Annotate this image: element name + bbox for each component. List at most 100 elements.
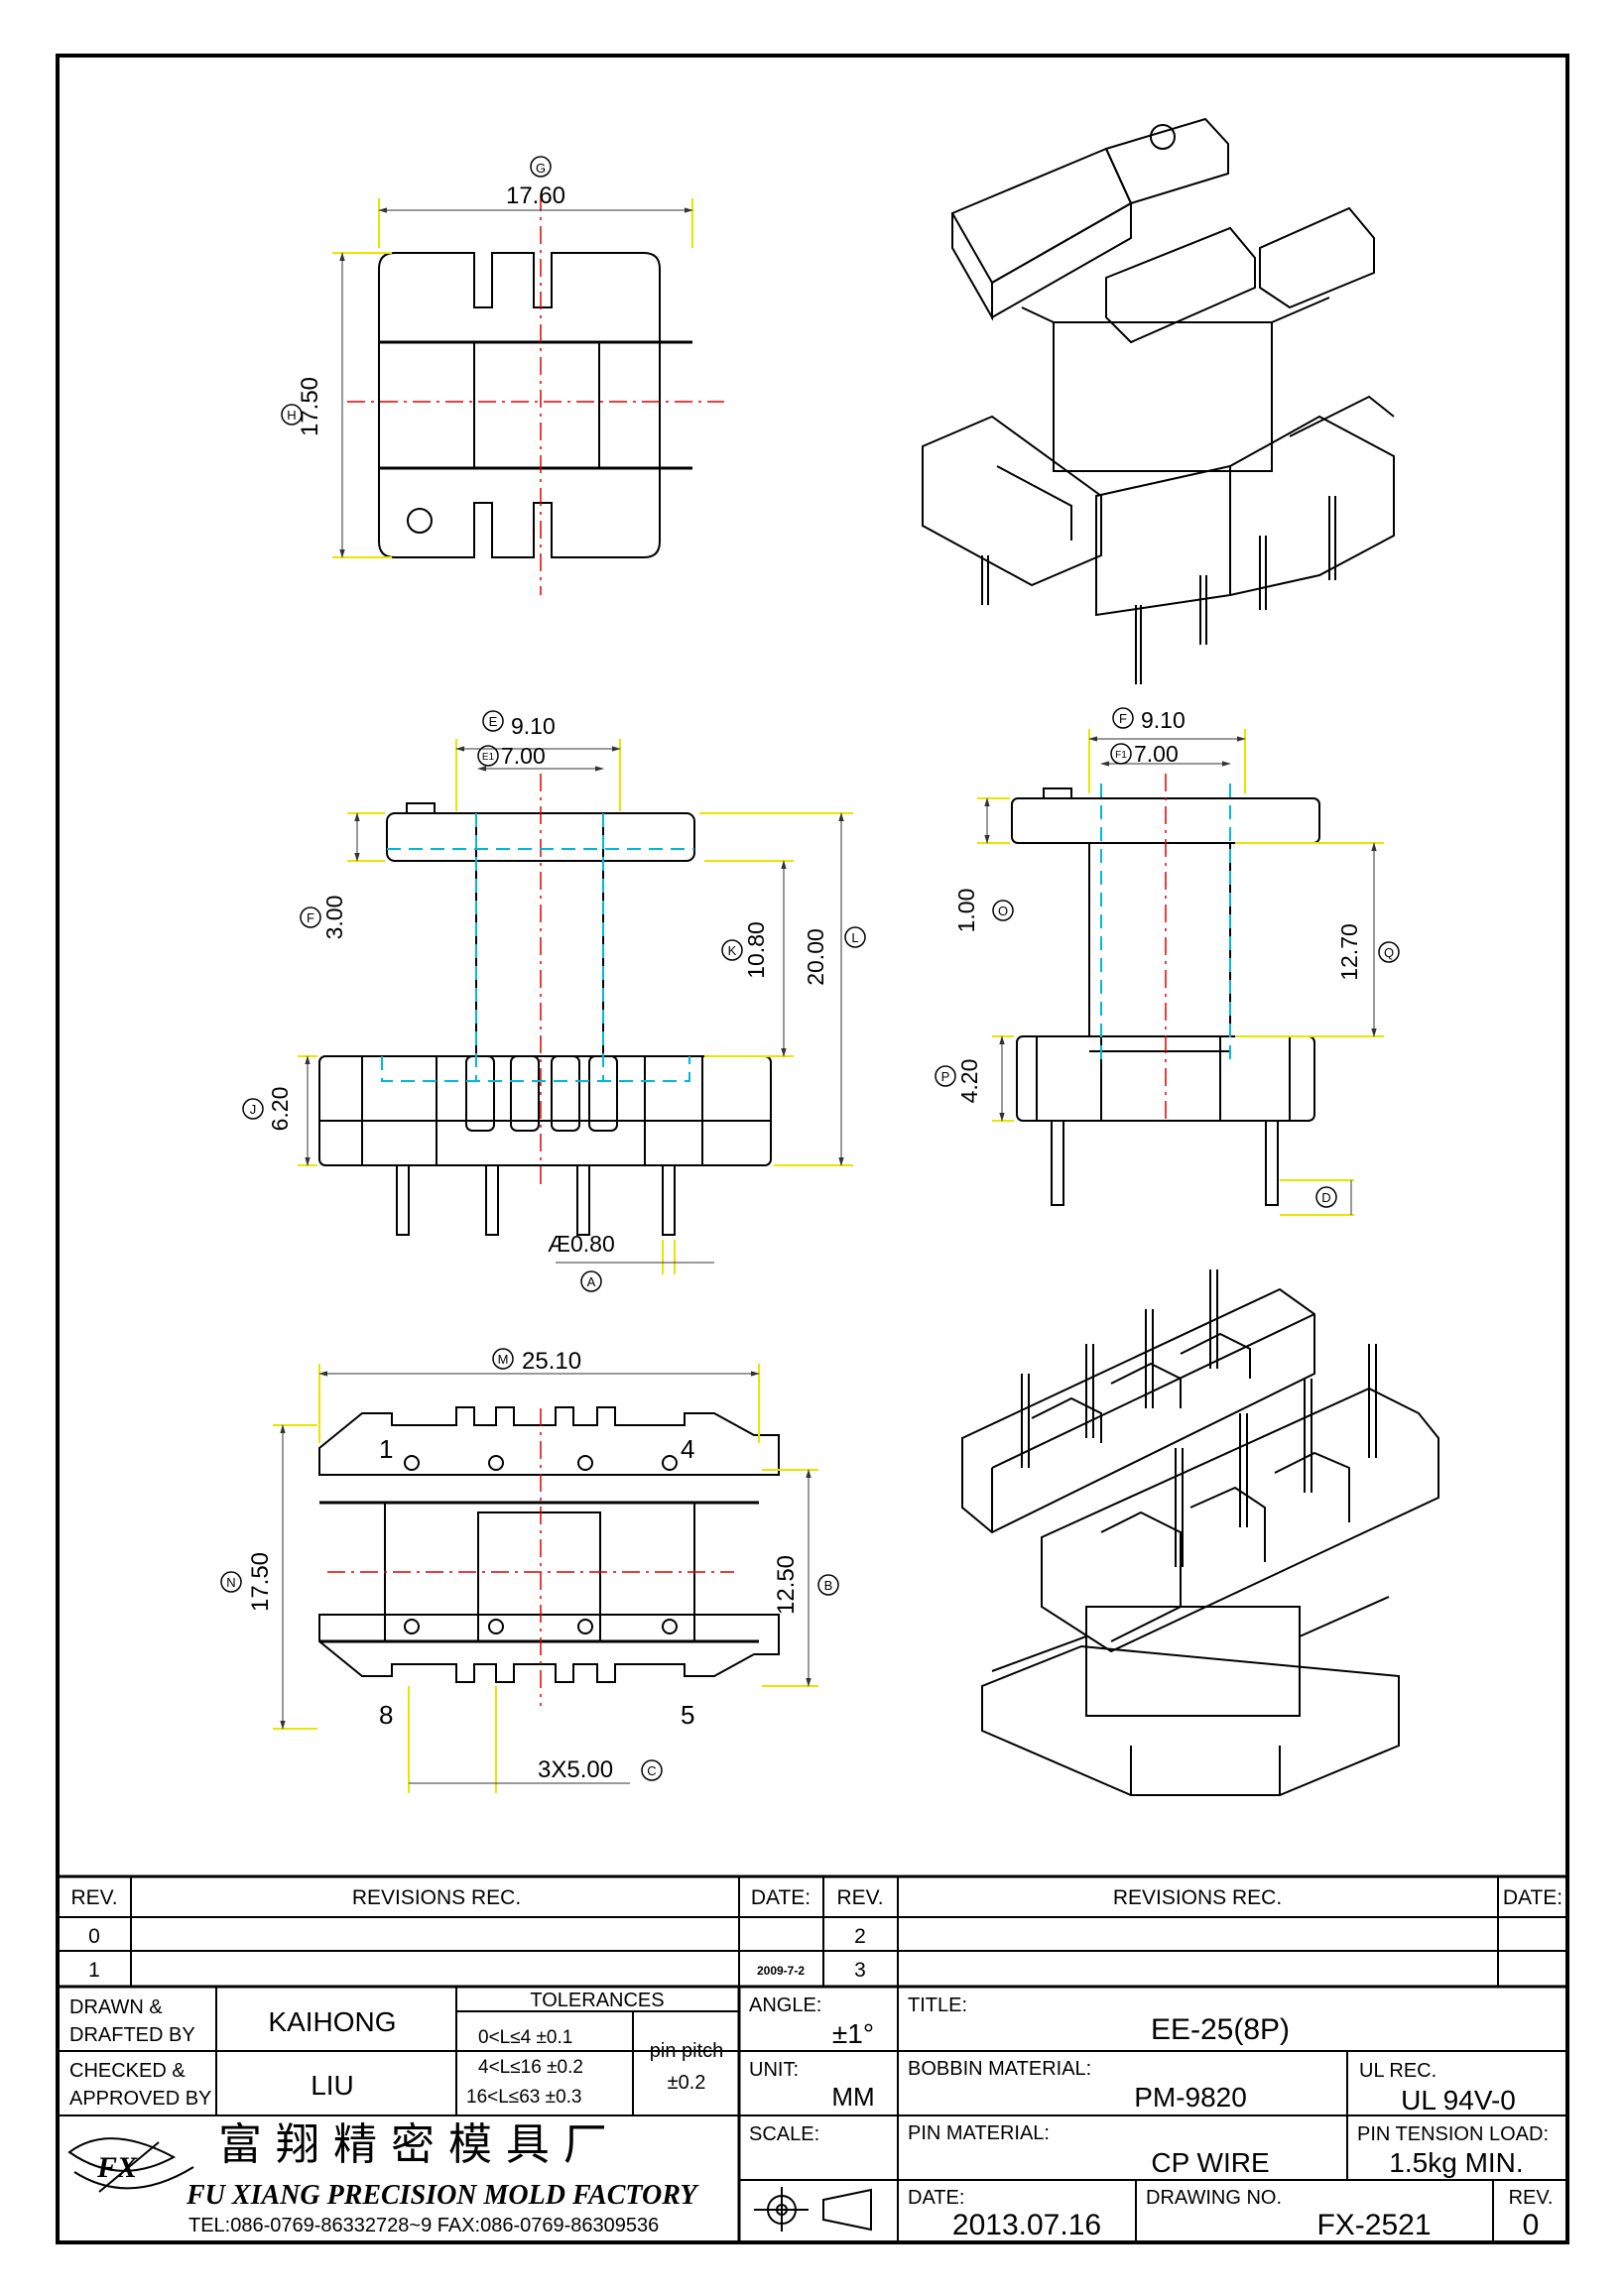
- svg-text:Q: Q: [1384, 945, 1394, 960]
- svg-text:17.60: 17.60: [506, 182, 565, 209]
- dim-f-front: F 3.00: [300, 896, 347, 939]
- svg-text:C: C: [647, 1763, 656, 1778]
- rev-row-3: 3: [854, 1959, 866, 1982]
- svg-text:7.00: 7.00: [1134, 741, 1179, 767]
- svg-text:G: G: [536, 161, 546, 176]
- svg-text:E: E: [489, 714, 498, 729]
- date-header-right: DATE:: [1503, 1886, 1562, 1909]
- isometric-view-top: [922, 117, 1395, 684]
- svg-text:7.00: 7.00: [501, 743, 546, 769]
- dim-b: B 12.50: [773, 1555, 839, 1615]
- svg-text:12.50: 12.50: [773, 1555, 800, 1615]
- rev-header-right: REV.: [836, 1886, 883, 1909]
- rev-row-0: 0: [88, 1925, 100, 1948]
- svg-text:Æ0.80: Æ0.80: [548, 1231, 615, 1257]
- sheet-border: [56, 54, 1569, 2244]
- top-view: [347, 193, 724, 595]
- svg-text:D: D: [1321, 1190, 1330, 1205]
- tolerance-row-2: 4<L≤16 ±0.2: [478, 2057, 583, 2078]
- svg-text:P: P: [941, 1069, 950, 1084]
- top-view-dimensions: [332, 198, 693, 558]
- svg-text:17.50: 17.50: [247, 1552, 274, 1612]
- dim-a: Æ0.80 A: [548, 1231, 615, 1292]
- dim-j: J 6.20: [242, 1087, 293, 1132]
- angle-label: ANGLE:: [749, 1994, 821, 2016]
- dim-f1: F1 7.00: [1110, 741, 1179, 767]
- svg-text:H: H: [287, 408, 296, 423]
- tolerance-row-1: 0<L≤4 ±0.1: [478, 2027, 572, 2048]
- dim-n: N 17.50: [220, 1552, 274, 1612]
- svg-text:20.00: 20.00: [803, 928, 828, 986]
- front-view: [318, 774, 772, 1236]
- front-view-dimensions: [298, 739, 853, 1274]
- svg-text:L: L: [851, 930, 858, 945]
- svg-text:F: F: [1119, 711, 1127, 726]
- title-value: EE-25(8P): [1151, 2013, 1290, 2046]
- svg-text:A: A: [587, 1274, 596, 1289]
- pin-pitch-label: pin pitch: [650, 2040, 724, 2062]
- dim-f-side: F 9.10: [1112, 707, 1186, 733]
- unit-value: MM: [831, 2082, 874, 2112]
- checked-label-1: CHECKED &: [69, 2060, 186, 2082]
- projection-symbol: [754, 2187, 872, 2232]
- dim-l: L 20.00: [803, 926, 866, 986]
- tolerance-row-3: 16<L≤63 ±0.3: [466, 2087, 581, 2108]
- pin-tension-value: 1.5kg MIN.: [1389, 2147, 1523, 2178]
- svg-text:25.10: 25.10: [522, 1348, 581, 1375]
- company-logo: [67, 2137, 194, 2193]
- date-header-left: DATE:: [751, 1886, 811, 1909]
- svg-text:3X5.00: 3X5.00: [538, 1756, 613, 1783]
- revisions-header-left: REVISIONS REC.: [352, 1886, 521, 1909]
- bobbin-value: PM-9820: [1134, 2082, 1247, 2113]
- svg-text:1: 1: [379, 1434, 393, 1464]
- unit-label: UNIT:: [749, 2059, 799, 2081]
- bobbin-label: BOBBIN MATERIAL:: [908, 2058, 1091, 2080]
- rev-label: REV.: [1509, 2187, 1554, 2209]
- company-name-cn: 富 翔 精 密 模 具 厂: [218, 2119, 607, 2170]
- svg-text:9.10: 9.10: [511, 713, 556, 739]
- svg-text:J: J: [250, 1102, 257, 1117]
- svg-text:5: 5: [681, 1700, 694, 1730]
- ul-value: UL 94V-0: [1401, 2085, 1516, 2115]
- side-view: [1011, 774, 1320, 1206]
- pin-numbers: 1 4 5 8: [379, 1434, 694, 1730]
- dim-g: G 17.60: [506, 156, 565, 209]
- isometric-view-bottom: [961, 1269, 1439, 1796]
- revisions-header-right: REVISIONS REC.: [1113, 1886, 1282, 1909]
- rev-header-left: REV.: [70, 1886, 117, 1909]
- dim-h: 17.50: [297, 377, 323, 436]
- svg-text:O: O: [998, 904, 1008, 918]
- svg-text:F1: F1: [1115, 750, 1127, 761]
- svg-text:B: B: [824, 1578, 833, 1593]
- drawn-value: KAIHONG: [268, 2006, 396, 2037]
- company-contact: TEL:086-0769-86332728~9 FAX:086-0769-863…: [188, 2215, 659, 2236]
- dim-p: P 4.20: [935, 1059, 982, 1104]
- drawn-label-2: DRAFTED BY: [69, 2024, 195, 2046]
- pin-tension-label: PIN TENSION LOAD:: [1357, 2123, 1549, 2145]
- svg-text:17.50: 17.50: [297, 377, 323, 436]
- side-view-dimensions: [977, 729, 1384, 1216]
- svg-text:E1: E1: [482, 752, 495, 763]
- svg-text:K: K: [728, 943, 737, 958]
- company-name-en: FU XIANG PRECISION MOLD FACTORY: [186, 2180, 699, 2211]
- svg-text:4.20: 4.20: [956, 1059, 982, 1104]
- company-logo-text: FX: [96, 2151, 138, 2184]
- drawn-label-1: DRAWN &: [69, 1996, 163, 2018]
- date-label: DATE:: [908, 2187, 964, 2209]
- pin-material-value: CP WIRE: [1151, 2147, 1269, 2178]
- date-value: 2013.07.16: [952, 2209, 1101, 2241]
- dim-k: K 10.80: [721, 921, 769, 979]
- svg-text:10.80: 10.80: [743, 921, 769, 979]
- svg-text:1.00: 1.00: [953, 889, 979, 933]
- rev-row-2: 2: [854, 1925, 866, 1948]
- svg-text:6.20: 6.20: [267, 1087, 293, 1132]
- svg-text:N: N: [226, 1575, 235, 1590]
- dim-o: O 1.00: [953, 889, 1014, 933]
- rev-row-1-date: 2009-7-2: [757, 1964, 805, 1978]
- tolerances-label: TOLERANCES: [530, 1990, 664, 2011]
- svg-text:4: 4: [681, 1434, 694, 1464]
- title-block-lines: [58, 1874, 1567, 2242]
- dim-q: Q 12.70: [1336, 923, 1400, 981]
- rev-value: 0: [1523, 2209, 1540, 2241]
